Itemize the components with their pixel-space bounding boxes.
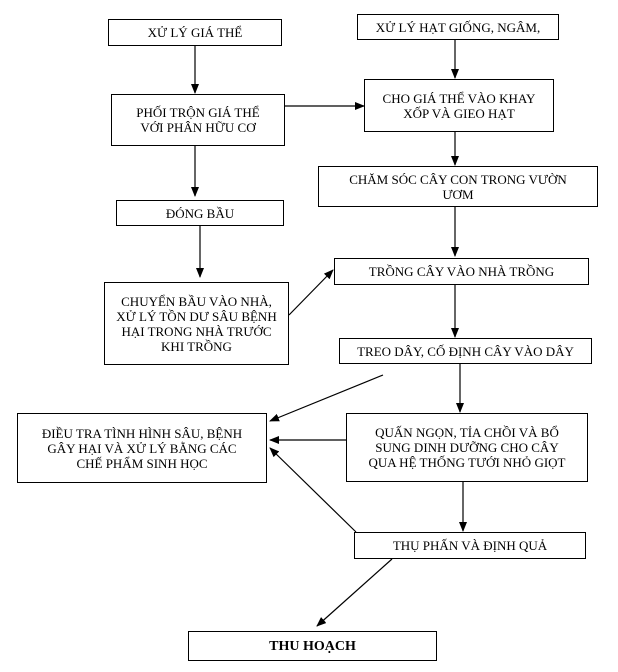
label-dieu-tra: ĐIỀU TRA TÌNH HÌNH SÂU, BỆNH GÂY HẠI VÀ … (41, 425, 243, 471)
box-xu-ly-hat-giong: XỬ LÝ HẠT GIỐNG, NGÂM, (357, 14, 559, 40)
arrow-thuphan-to-dieutra (269, 447, 357, 533)
label-cho-gia-the: CHO GIÁ THỂ VÀO KHAY XỐP VÀ GIEO HẠT (382, 90, 536, 121)
box-cham-soc: CHĂM SÓC CÂY CON TRONG VƯỜN ƯƠM (318, 166, 598, 207)
arrow-treoday-to-dieutra (269, 374, 384, 422)
box-dieu-tra: ĐIỀU TRA TÌNH HÌNH SÂU, BỆNH GÂY HẠI VÀ … (17, 413, 267, 483)
box-dong-bau: ĐÓNG BẦU (116, 200, 284, 226)
label-treo-day: TREO DÂY, CỐ ĐỊNH CÂY VÀO DÂY (357, 343, 574, 359)
box-trong-cay: TRỒNG CÂY VÀO NHÀ TRỒNG (334, 258, 589, 285)
label-xu-ly-gia-the: XỬ LÝ GIÁ THỂ (147, 25, 243, 40)
label-dong-bau: ĐÓNG BẦU (165, 205, 235, 221)
label-xu-ly-hat-giong: XỬ LÝ HẠT GIỐNG, NGÂM, (375, 19, 541, 35)
box-cho-gia-the: CHO GIÁ THỂ VÀO KHAY XỐP VÀ GIEO HẠT (364, 79, 554, 132)
label-cham-soc: CHĂM SÓC CÂY CON TRONG VƯỜN ƯƠM (349, 172, 567, 202)
label-chuyen-bau: CHUYỂN BẦU VÀO NHÀ, XỬ LÝ TỒN DƯ SÂU BỆN… (116, 293, 277, 354)
arrow-chuyenbau-to-trongcay (288, 269, 334, 316)
arrow-thuphan-to-thuhoach (316, 558, 393, 627)
label-quan-ngon: QUẤN NGỌN, TỈA CHỒI VÀ BỔ SUNG DINH DƯỠN… (368, 425, 566, 470)
label-trong-cay: TRỒNG CÂY VÀO NHÀ TRỒNG (368, 264, 555, 279)
box-quan-ngon: QUẤN NGỌN, TỈA CHỒI VÀ BỔ SUNG DINH DƯỠN… (346, 413, 588, 482)
box-thu-phan: THỤ PHẤN VÀ ĐỊNH QUẢ (354, 532, 586, 559)
box-treo-day: TREO DÂY, CỐ ĐỊNH CÂY VÀO DÂY (339, 338, 592, 364)
box-thu-hoach: THU HOẠCH (188, 631, 437, 661)
box-chuyen-bau: CHUYỂN BẦU VÀO NHÀ, XỬ LÝ TỒN DƯ SÂU BỆN… (104, 282, 289, 365)
label-thu-phan: THỤ PHẤN VÀ ĐỊNH QUẢ (392, 538, 548, 553)
label-phoi-tron: PHỐI TRỘN GIÁ THỂ VỚI PHÂN HỮU CƠ (136, 105, 260, 135)
label-thu-hoach: THU HOẠCH (269, 638, 356, 654)
box-phoi-tron: PHỐI TRỘN GIÁ THỂ VỚI PHÂN HỮU CƠ (111, 94, 285, 146)
box-xu-ly-gia-the: XỬ LÝ GIÁ THỂ (108, 19, 282, 46)
